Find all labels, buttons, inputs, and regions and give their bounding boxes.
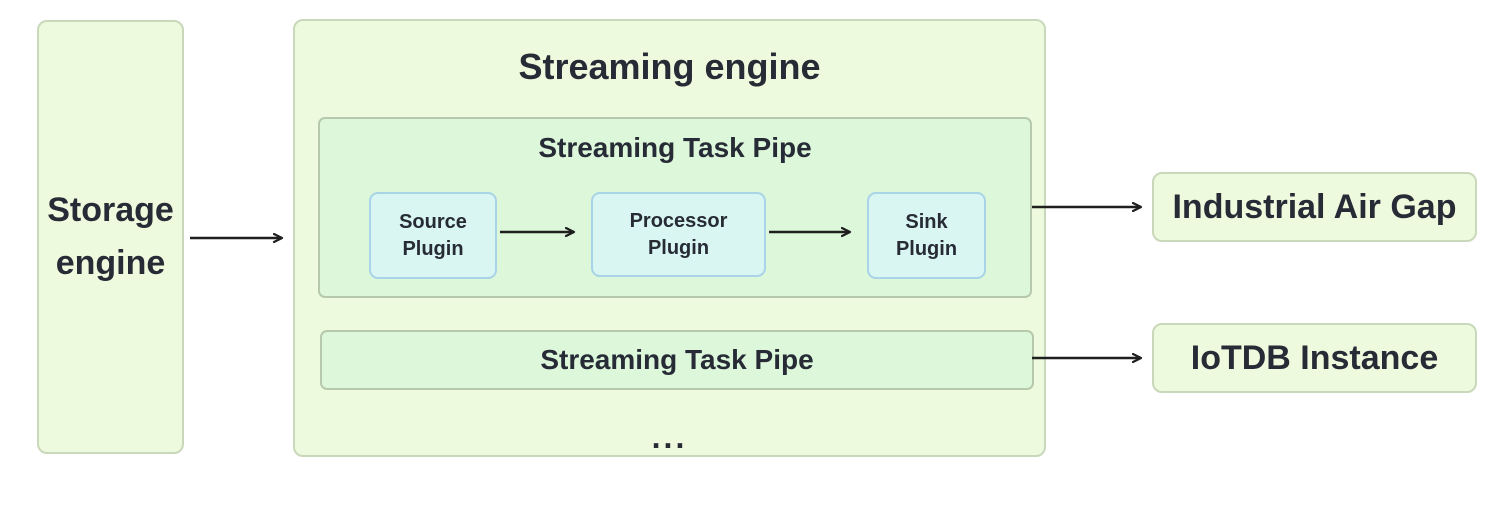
processor-plugin-label-line1: Processor — [629, 209, 728, 232]
iotdb-instance-node: IoTDB Instance — [1152, 323, 1477, 393]
source-plugin-label-line1: Source — [399, 210, 467, 233]
processor-plugin-node: Processor Plugin — [591, 192, 766, 277]
sink-plugin-label-line2: Plugin — [895, 237, 958, 260]
processor-plugin-label-line2: Plugin — [647, 236, 710, 259]
streaming-task-pipe-1-title: Streaming Task Pipe — [538, 132, 812, 163]
source-plugin-label-line2: Plugin — [402, 237, 464, 260]
iotdb-instance-label: IoTDB Instance — [1190, 338, 1439, 377]
sink-plugin-label-line1: Sink — [905, 210, 948, 233]
streaming-task-pipe-2-title: Streaming Task Pipe — [540, 343, 814, 375]
industrial-air-gap-node: Industrial Air Gap — [1152, 172, 1477, 242]
storage-engine-node: Storage engine — [37, 20, 184, 454]
streaming-task-pipe-2: Streaming Task Pipe — [320, 330, 1034, 390]
industrial-air-gap-label: Industrial Air Gap — [1172, 187, 1457, 226]
sink-plugin-node: Sink Plugin — [867, 192, 986, 279]
storage-engine-label: Storage engine — [47, 191, 174, 282]
streaming-engine-node: Streaming engine Streaming Task Pipe Sou… — [293, 19, 1046, 457]
more-pipes-ellipsis: ... — [651, 419, 688, 455]
streaming-engine-title: Streaming engine — [518, 46, 821, 87]
streaming-task-pipe-1: Streaming Task Pipe Source Plugin Proces… — [318, 117, 1032, 298]
source-plugin-node: Source Plugin — [369, 192, 497, 279]
